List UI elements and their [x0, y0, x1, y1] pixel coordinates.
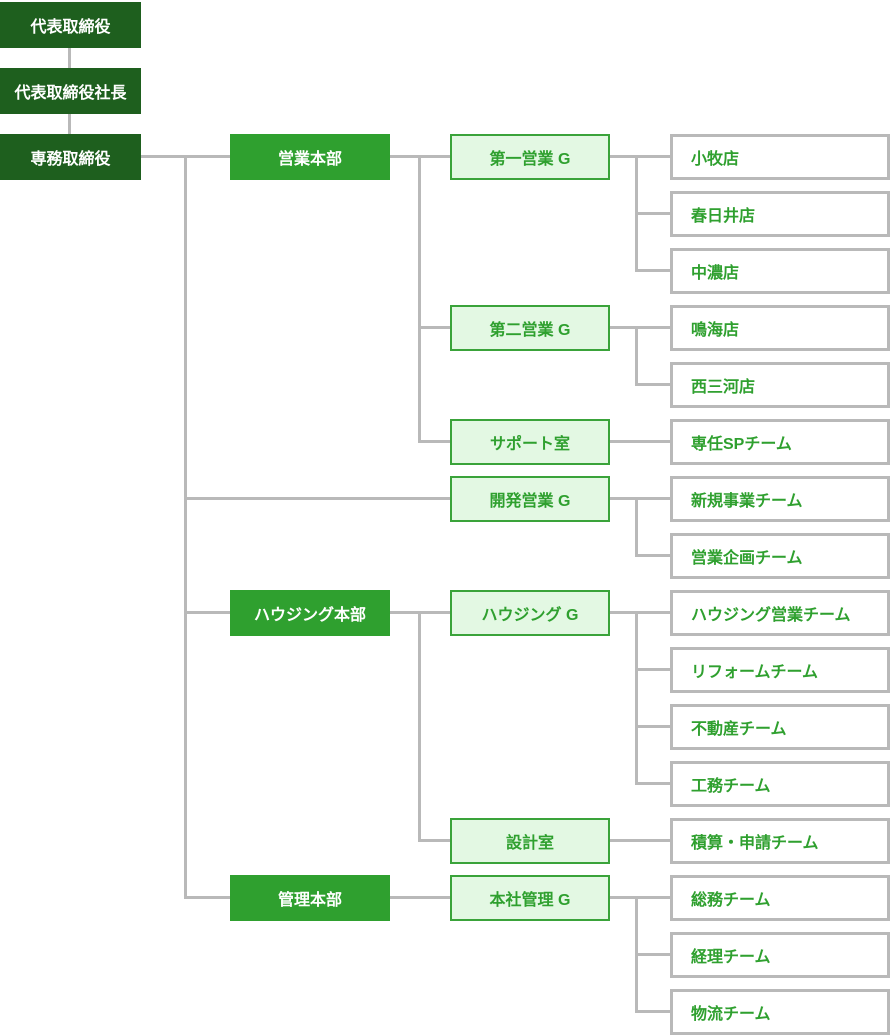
- node-logistics-team: 物流チーム: [670, 989, 890, 1035]
- connector: [418, 839, 450, 842]
- node-general-affairs-team: 総務チーム: [670, 875, 890, 921]
- node-sales-group-2: 第二営業 G: [450, 305, 610, 351]
- connector: [610, 839, 670, 842]
- connector: [390, 896, 450, 899]
- connector: [610, 896, 670, 899]
- connector: [635, 668, 670, 671]
- connector: [635, 1010, 670, 1013]
- node-hq-admin-group: 本社管理 G: [450, 875, 610, 921]
- node-senior-managing-director: 専務取締役: [0, 134, 141, 180]
- connector: [610, 440, 670, 443]
- node-accounting-team: 経理チーム: [670, 932, 890, 978]
- connector: [610, 497, 670, 500]
- connector: [418, 326, 450, 329]
- connector: [184, 155, 187, 899]
- node-housing-division: ハウジング本部: [230, 590, 390, 636]
- node-construction-team: 工務チーム: [670, 761, 890, 807]
- connector: [610, 326, 670, 329]
- connector: [184, 896, 230, 899]
- connector: [635, 383, 670, 386]
- connector: [635, 953, 670, 956]
- connector: [184, 611, 230, 614]
- node-real-estate-team: 不動産チーム: [670, 704, 890, 750]
- connector: [418, 155, 421, 443]
- connector: [68, 48, 71, 68]
- node-housing-sales-team: ハウジング営業チーム: [670, 590, 890, 636]
- node-support-office: サポート室: [450, 419, 610, 465]
- connector: [635, 326, 638, 386]
- connector: [635, 782, 670, 785]
- node-sales-group-1: 第一営業 G: [450, 134, 610, 180]
- node-sales-planning-team: 営業企画チーム: [670, 533, 890, 579]
- node-narumi-store: 鳴海店: [670, 305, 890, 351]
- node-kasugai-store: 春日井店: [670, 191, 890, 237]
- node-estimation-application-team: 積算・申請チーム: [670, 818, 890, 864]
- node-new-business-team: 新規事業チーム: [670, 476, 890, 522]
- node-reform-team: リフォームチーム: [670, 647, 890, 693]
- node-admin-division: 管理本部: [230, 875, 390, 921]
- node-komaki-store: 小牧店: [670, 134, 890, 180]
- connector: [635, 725, 670, 728]
- connector: [635, 611, 638, 785]
- node-chuno-store: 中濃店: [670, 248, 890, 294]
- node-sales-division: 営業本部: [230, 134, 390, 180]
- node-representative-director: 代表取締役: [0, 2, 141, 48]
- connector: [418, 611, 421, 842]
- connector: [184, 497, 450, 500]
- node-nishimikawa-store: 西三河店: [670, 362, 890, 408]
- node-sp-team: 専任SPチーム: [670, 419, 890, 465]
- connector: [635, 212, 670, 215]
- node-design-office: 設計室: [450, 818, 610, 864]
- connector: [418, 440, 450, 443]
- node-president: 代表取締役社長: [0, 68, 141, 114]
- connector: [635, 497, 638, 557]
- node-development-sales-group: 開発営業 G: [450, 476, 610, 522]
- connector: [635, 269, 670, 272]
- connector: [635, 554, 670, 557]
- node-housing-group: ハウジング G: [450, 590, 610, 636]
- connector: [68, 114, 71, 134]
